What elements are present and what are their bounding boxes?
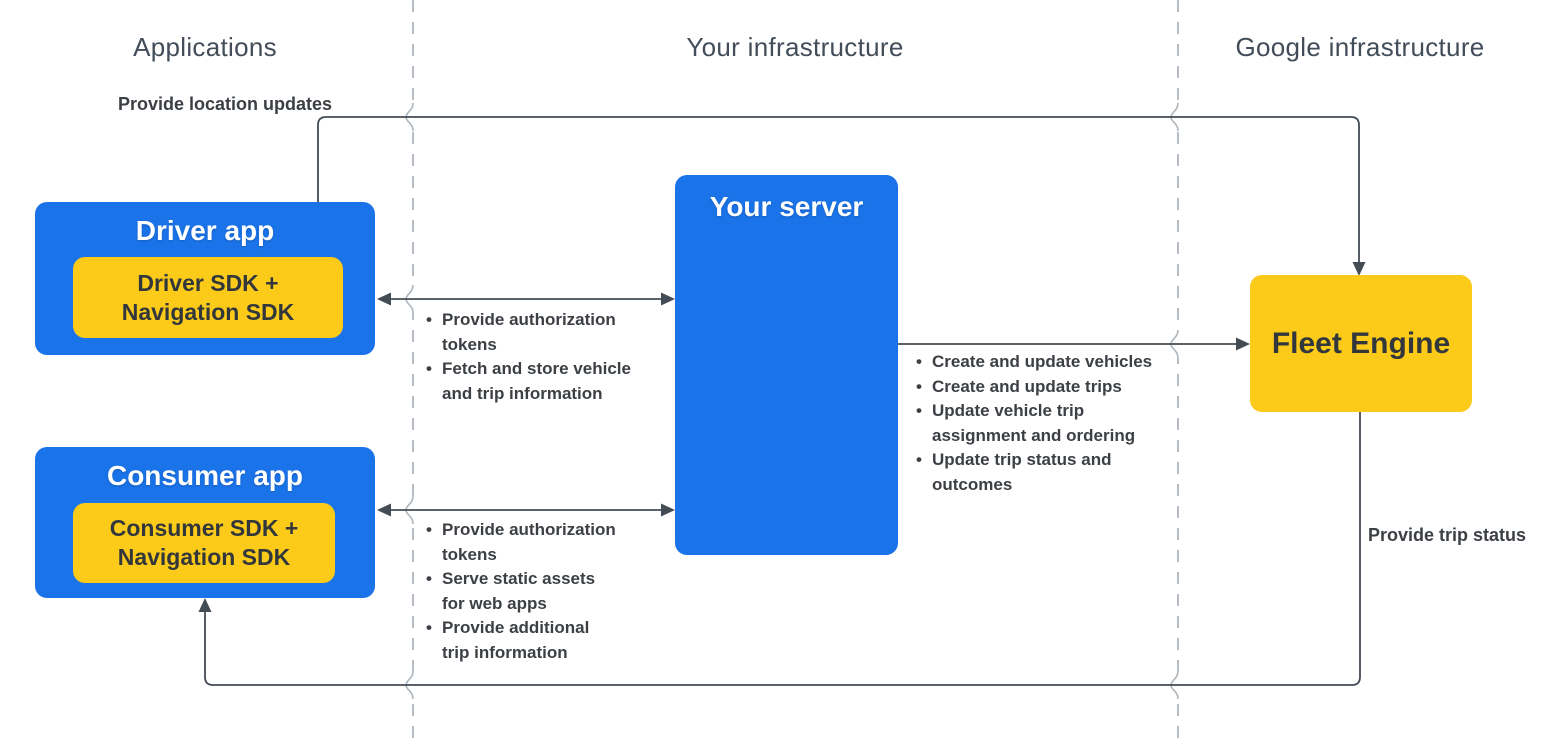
arrowhead-right-icon bbox=[661, 292, 675, 306]
driver-server-bullet-list: • Provide authorization tokens • Fetch a… bbox=[426, 308, 676, 406]
bullet-item: • Provide additional trip information bbox=[426, 618, 590, 662]
bullet-item: • Serve static assets for web apps bbox=[426, 569, 596, 613]
edge-driver-app-your-server bbox=[377, 292, 675, 306]
node-your-server: Your server bbox=[675, 175, 898, 555]
bullet-icon: • bbox=[426, 520, 432, 539]
bullet-item: • Update trip status and outcomes bbox=[916, 450, 1112, 494]
node-driver-app: Driver app Driver SDK + Navigation SDK bbox=[35, 202, 375, 355]
bullet-item: • Create and update vehicles bbox=[916, 350, 1196, 375]
bullet-icon: • bbox=[916, 376, 922, 396]
driver-app-title: Driver app bbox=[135, 215, 275, 246]
bullet-icon: • bbox=[426, 569, 432, 588]
bullet-icon: • bbox=[916, 450, 922, 469]
consumer-app-title: Consumer app bbox=[106, 460, 304, 491]
your-server-title: Your server bbox=[709, 191, 864, 222]
bullet-icon: • bbox=[426, 618, 432, 637]
bullet-icon: • bbox=[426, 359, 432, 378]
arrowhead-left-icon bbox=[377, 292, 391, 306]
bullet-icon: • bbox=[426, 310, 432, 329]
bullet-icon: • bbox=[916, 401, 922, 420]
node-driver-sdk: Driver SDK + Navigation SDK bbox=[73, 257, 343, 338]
column-header-applications: Applications bbox=[133, 32, 277, 62]
edge-label-provide-trip-status: Provide trip status bbox=[1368, 525, 1527, 545]
column-header-google-infrastructure: Google infrastructure bbox=[1235, 32, 1485, 62]
server-fleet-bullet-list: • Create and update vehicles • Create an… bbox=[916, 350, 1196, 497]
bullet-item: • Provide authorization tokens bbox=[426, 520, 616, 564]
node-consumer-app: Consumer app Consumer SDK + Navigation S… bbox=[35, 447, 375, 598]
fleet-engine-title: Fleet Engine bbox=[1271, 326, 1451, 360]
node-consumer-sdk: Consumer SDK + Navigation SDK bbox=[73, 503, 335, 583]
arrowhead-left-icon bbox=[377, 503, 391, 517]
edge-label-provide-location-updates: Provide location updates bbox=[118, 94, 333, 114]
bullet-icon: • bbox=[916, 352, 922, 371]
edge-your-server-fleet-engine bbox=[898, 337, 1250, 351]
arrowhead-right-icon bbox=[1236, 337, 1250, 351]
node-fleet-engine: Fleet Engine bbox=[1250, 275, 1472, 412]
bullet-item: • Update vehicle trip assignment and ord… bbox=[916, 401, 1136, 445]
bullet-item: • Create and update trips bbox=[916, 375, 1196, 400]
bullet-item: • Provide authorization tokens bbox=[426, 310, 616, 354]
bullet-item: • Fetch and store vehicle and trip infor… bbox=[426, 359, 631, 403]
arrowhead-down-icon bbox=[1352, 262, 1366, 276]
consumer-server-bullet-list: • Provide authorization tokens • Serve s… bbox=[426, 518, 676, 665]
arrowhead-right-icon bbox=[661, 503, 675, 517]
edge-consumer-app-your-server bbox=[377, 503, 675, 517]
arrowhead-up-icon bbox=[198, 598, 212, 612]
column-header-your-infrastructure: Your infrastructure bbox=[686, 32, 904, 62]
